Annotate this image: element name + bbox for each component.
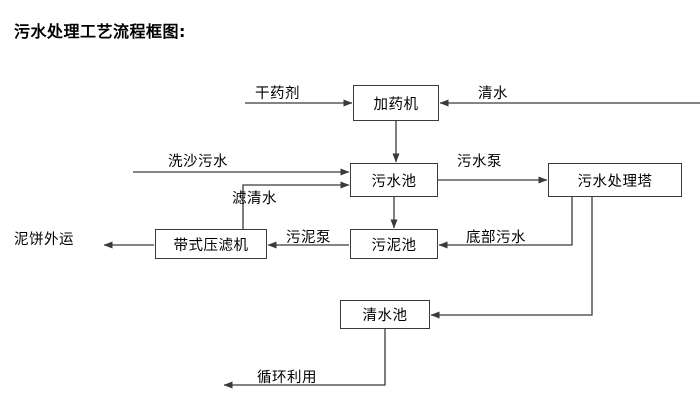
edge-clean-water-pool-to-recycle xyxy=(223,329,386,389)
node-wastewater-pool[interactable]: 污水池 xyxy=(350,163,438,197)
edge-label-sand-wash-wastewater: 洗沙污水 xyxy=(168,154,228,170)
node-dosing-machine[interactable]: 加药机 xyxy=(353,85,439,121)
edge-filtered-water-to-wastewater-pool xyxy=(242,181,350,229)
node-label: 污水池 xyxy=(371,173,417,190)
terminal-clean-water-input: 清水 xyxy=(478,86,508,102)
node-belt-filter-press[interactable]: 带式压滤机 xyxy=(155,229,267,259)
edge-tower-to-sludge-pool xyxy=(438,197,573,249)
node-treatment-tower[interactable]: 污水处理塔 xyxy=(548,163,682,197)
page-title: 污水处理工艺流程框图: xyxy=(14,22,186,41)
edge-label-wastewater-pump: 污水泵 xyxy=(457,154,502,170)
edge-tower-to-clean-water-pool xyxy=(430,197,593,319)
node-clean-water-pool[interactable]: 清水池 xyxy=(340,300,430,329)
node-label: 加药机 xyxy=(373,96,419,113)
node-sludge-pool[interactable]: 污泥池 xyxy=(350,229,438,259)
node-label: 污水处理塔 xyxy=(577,173,653,190)
terminal-dry-reagent: 干药剂 xyxy=(255,86,300,102)
terminal-mud-cake-out: 泥饼外运 xyxy=(14,232,74,248)
edge-label-filtered-water: 滤清水 xyxy=(232,191,277,207)
node-label: 清水池 xyxy=(362,308,408,324)
node-label: 带式压滤机 xyxy=(173,237,249,254)
node-label: 污泥池 xyxy=(371,237,417,254)
edge-label-sludge-pump: 污泥泵 xyxy=(286,230,331,246)
edge-label-recycle-reuse: 循环利用 xyxy=(257,370,317,386)
edge-label-bottom-wastewater: 底部污水 xyxy=(466,230,526,246)
